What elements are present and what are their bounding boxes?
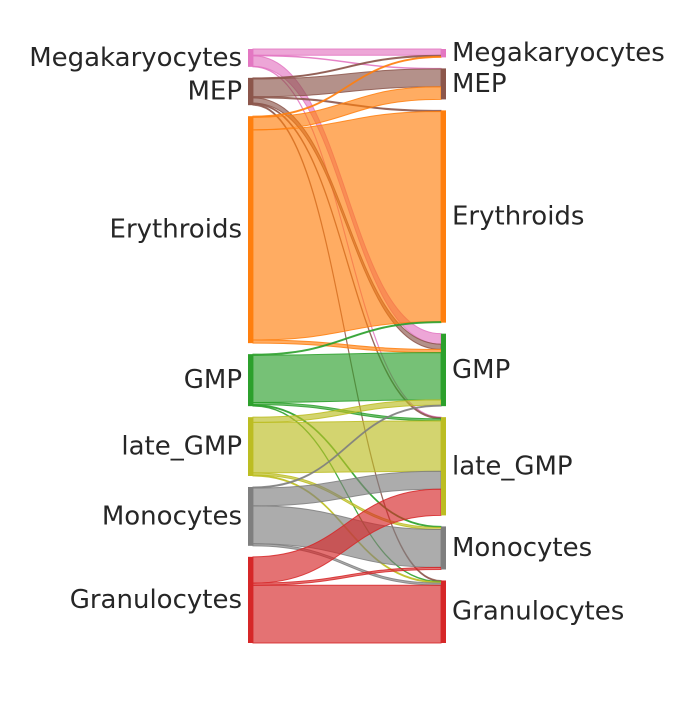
node-label-left-monocytes: Monocytes <box>102 501 242 531</box>
node-label-right-megakaryocytes: Megakaryocytes <box>452 38 665 68</box>
node-bar-left-monocytes <box>248 486 253 546</box>
node-label-right-monocytes: Monocytes <box>452 533 592 563</box>
node-label-right-granulocytes: Granulocytes <box>452 597 624 627</box>
node-bar-right-gmp <box>441 333 446 407</box>
node-bar-left-late-gmp <box>248 417 253 476</box>
flow-megakaryocytes-to-megakaryocytes <box>252 48 442 56</box>
node-bar-left-mep <box>248 77 253 106</box>
flow-erythroids-to-erythroids <box>252 110 442 341</box>
flow-erythroids-to-megakaryocytes <box>252 55 442 118</box>
node-label-left-late-gmp: late_GMP <box>121 432 242 462</box>
node-label-left-megakaryocytes: Megakaryocytes <box>29 43 242 73</box>
node-bar-right-granulocytes <box>441 580 446 643</box>
flow-gmp-to-erythroids <box>252 321 442 356</box>
node-label-left-mep: MEP <box>187 77 242 107</box>
flow-granulocytes-to-late-gmp <box>252 488 442 584</box>
node-label-right-gmp: GMP <box>452 355 510 385</box>
node-bar-left-megakaryocytes <box>248 49 253 67</box>
node-label-left-granulocytes: Granulocytes <box>70 585 242 615</box>
node-label-left-erythroids: Erythroids <box>110 215 242 245</box>
flow-erythroids-to-mep <box>252 86 442 131</box>
flow-group <box>252 48 442 644</box>
node-bar-right-monocytes <box>441 526 446 570</box>
node-bar-right-late-gmp <box>441 417 446 516</box>
node-bar-right-mep <box>441 68 446 100</box>
node-bar-left-erythroids <box>248 116 253 344</box>
node-bar-right-erythroids <box>441 110 446 323</box>
node-label-right-late-gmp: late_GMP <box>452 451 573 481</box>
node-bar-left-granulocytes <box>248 556 253 643</box>
node-bar-left-gmp <box>248 354 253 407</box>
node-label-right-erythroids: Erythroids <box>452 202 584 232</box>
flow-granulocytes-to-monocytes <box>252 566 442 586</box>
node-label-left-gmp: GMP <box>184 365 242 395</box>
flow-granulocytes-to-granulocytes <box>252 584 442 644</box>
node-bar-right-megakaryocytes <box>441 49 446 58</box>
flow-gmp-to-gmp <box>252 352 442 403</box>
node-label-right-mep: MEP <box>452 69 507 99</box>
